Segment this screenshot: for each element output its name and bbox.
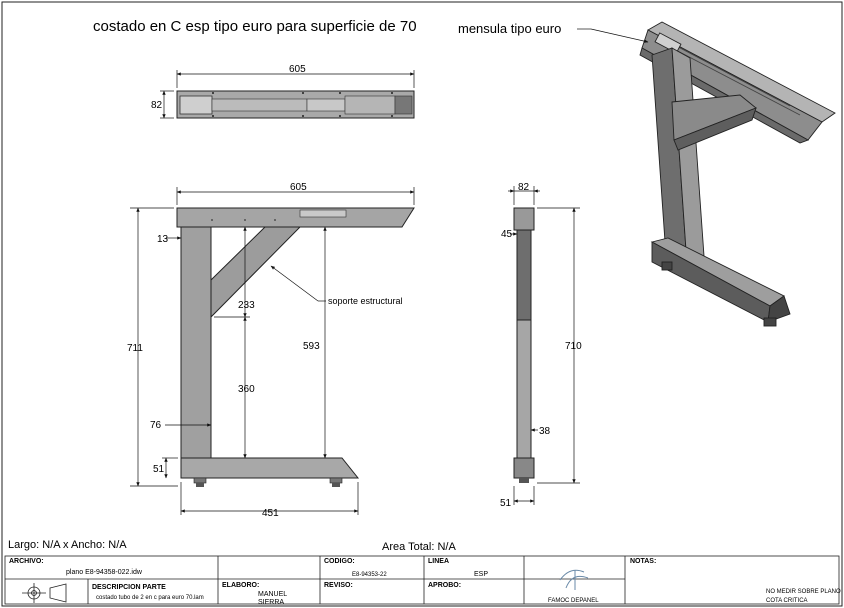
dim-front-upper: 360 bbox=[238, 384, 255, 395]
dim-side-width: 82 bbox=[518, 182, 530, 193]
title-block bbox=[4, 555, 840, 605]
callout-mensula: mensula tipo euro bbox=[458, 21, 561, 36]
mensula-leader bbox=[577, 28, 649, 43]
tb-descripcion-label: DESCRIPCION PARTE bbox=[92, 584, 166, 591]
tb-company: FAMOC DEPANEL bbox=[548, 598, 599, 604]
dim-side-cap: 45 bbox=[501, 229, 513, 240]
front-view bbox=[176, 207, 415, 487]
dim-front-post: 76 bbox=[150, 420, 162, 431]
top-view-dimensions bbox=[160, 70, 415, 119]
top-view bbox=[176, 90, 415, 119]
tb-linea-value: ESP bbox=[474, 571, 488, 578]
tb-nota-2: COTA CRITICA bbox=[766, 598, 808, 604]
area-total: Area Total: N/A bbox=[382, 541, 456, 553]
tb-codigo-label: CODIGO: bbox=[324, 558, 355, 565]
dim-front-height: 711 bbox=[127, 343, 143, 354]
tb-reviso-label: REVISO: bbox=[324, 582, 353, 589]
side-view-dimensions bbox=[508, 186, 580, 505]
dim-side-height: 710 bbox=[565, 341, 582, 352]
dim-front-brace: 233 bbox=[238, 300, 255, 311]
tb-nota-1: NO MEDIR SOBRE PLANO bbox=[766, 589, 841, 595]
dim-front-width: 605 bbox=[290, 182, 307, 193]
drawing-title: costado en C esp tipo euro para superfic… bbox=[93, 18, 417, 35]
largo-ancho: Largo: N/A x Ancho: N/A bbox=[8, 539, 127, 551]
tb-archivo-value: plano E8-94358-022.idw bbox=[66, 569, 143, 576]
company-logo-icon bbox=[559, 569, 589, 590]
tb-descripcion-value: costado tubo de 2 en c para euro 70.lam bbox=[96, 595, 204, 601]
dim-side-post: 38 bbox=[539, 426, 551, 437]
dim-top-width: 605 bbox=[289, 64, 306, 75]
callout-soporte: soporte estructural bbox=[328, 296, 403, 306]
projection-symbol-icon bbox=[22, 583, 67, 603]
tb-linea-label: LINEA bbox=[428, 558, 449, 565]
tb-elaboro-value-1: MANUEL bbox=[258, 591, 287, 598]
dim-side-foot: 51 bbox=[500, 498, 512, 509]
tb-elaboro-label: ELABORO: bbox=[222, 582, 259, 589]
tb-archivo-label: ARCHIVO: bbox=[9, 558, 44, 565]
tb-aprobo-label: APROBO: bbox=[428, 582, 461, 589]
front-view-dimensions bbox=[130, 187, 415, 515]
side-view bbox=[513, 207, 535, 483]
isometric-view bbox=[639, 21, 836, 327]
tb-elaboro-value-2: SIERRA bbox=[258, 599, 284, 606]
dim-front-base-w: 451 bbox=[262, 508, 279, 519]
dim-front-full: 593 bbox=[303, 341, 320, 352]
dim-top-height: 82 bbox=[151, 100, 163, 111]
dim-front-inset: 13 bbox=[157, 234, 169, 245]
tb-notas-label: NOTAS: bbox=[630, 558, 656, 565]
tb-codigo-value: E8-94353-22 bbox=[352, 572, 387, 578]
dim-front-base-h: 51 bbox=[153, 464, 165, 475]
